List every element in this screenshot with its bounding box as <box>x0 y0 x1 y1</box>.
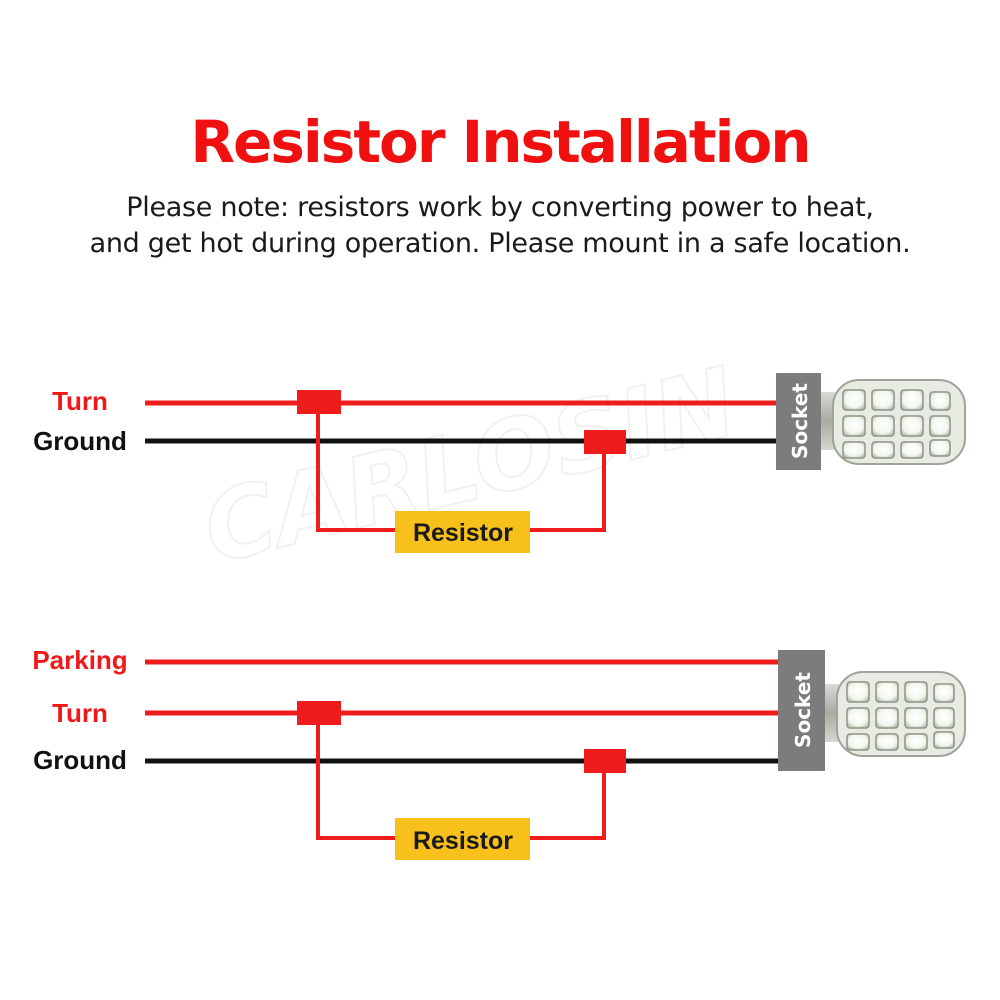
diagram1-branch-right <box>527 441 606 532</box>
diagram2-branch-right <box>527 761 606 840</box>
diagram2-ground-splice <box>584 749 626 773</box>
diagram1-resistor <box>395 511 530 553</box>
diagram2-turn-label: Turn <box>52 698 108 728</box>
diagram2-socket-label: Socket <box>791 672 815 748</box>
diagram1: Resistor Socket <box>145 373 966 553</box>
diagram1-branch-left <box>316 403 398 532</box>
diagram2-resistor-label: Resistor <box>413 827 513 855</box>
note-line-2: and get hot during operation. Please mou… <box>89 228 911 259</box>
diagram1-socket-label: Socket <box>788 383 812 459</box>
diagram2-branch-left <box>316 713 398 840</box>
diagram2: Resistor Socket <box>145 650 966 860</box>
diagram1-ground-splice <box>584 430 626 454</box>
diagram1-turn-label: Turn <box>52 386 108 416</box>
led-bulb-icon <box>821 379 966 465</box>
note-line-1: Please note: resistors work by convertin… <box>126 192 874 223</box>
led-bulb-icon <box>825 671 966 757</box>
diagram2-socket <box>778 650 825 771</box>
diagram1-turn-splice <box>297 390 341 414</box>
diagram1-socket <box>776 373 821 470</box>
page-title: Resistor Installation <box>190 108 811 176</box>
diagram1-resistor-label: Resistor <box>413 519 513 547</box>
diagram2-turn-splice <box>297 701 341 725</box>
diagram2-resistor <box>395 818 530 860</box>
diagram2-ground-label: Ground <box>33 745 127 775</box>
diagram1-ground-label: Ground <box>33 426 127 456</box>
diagram2-parking-label: Parking <box>32 645 128 675</box>
